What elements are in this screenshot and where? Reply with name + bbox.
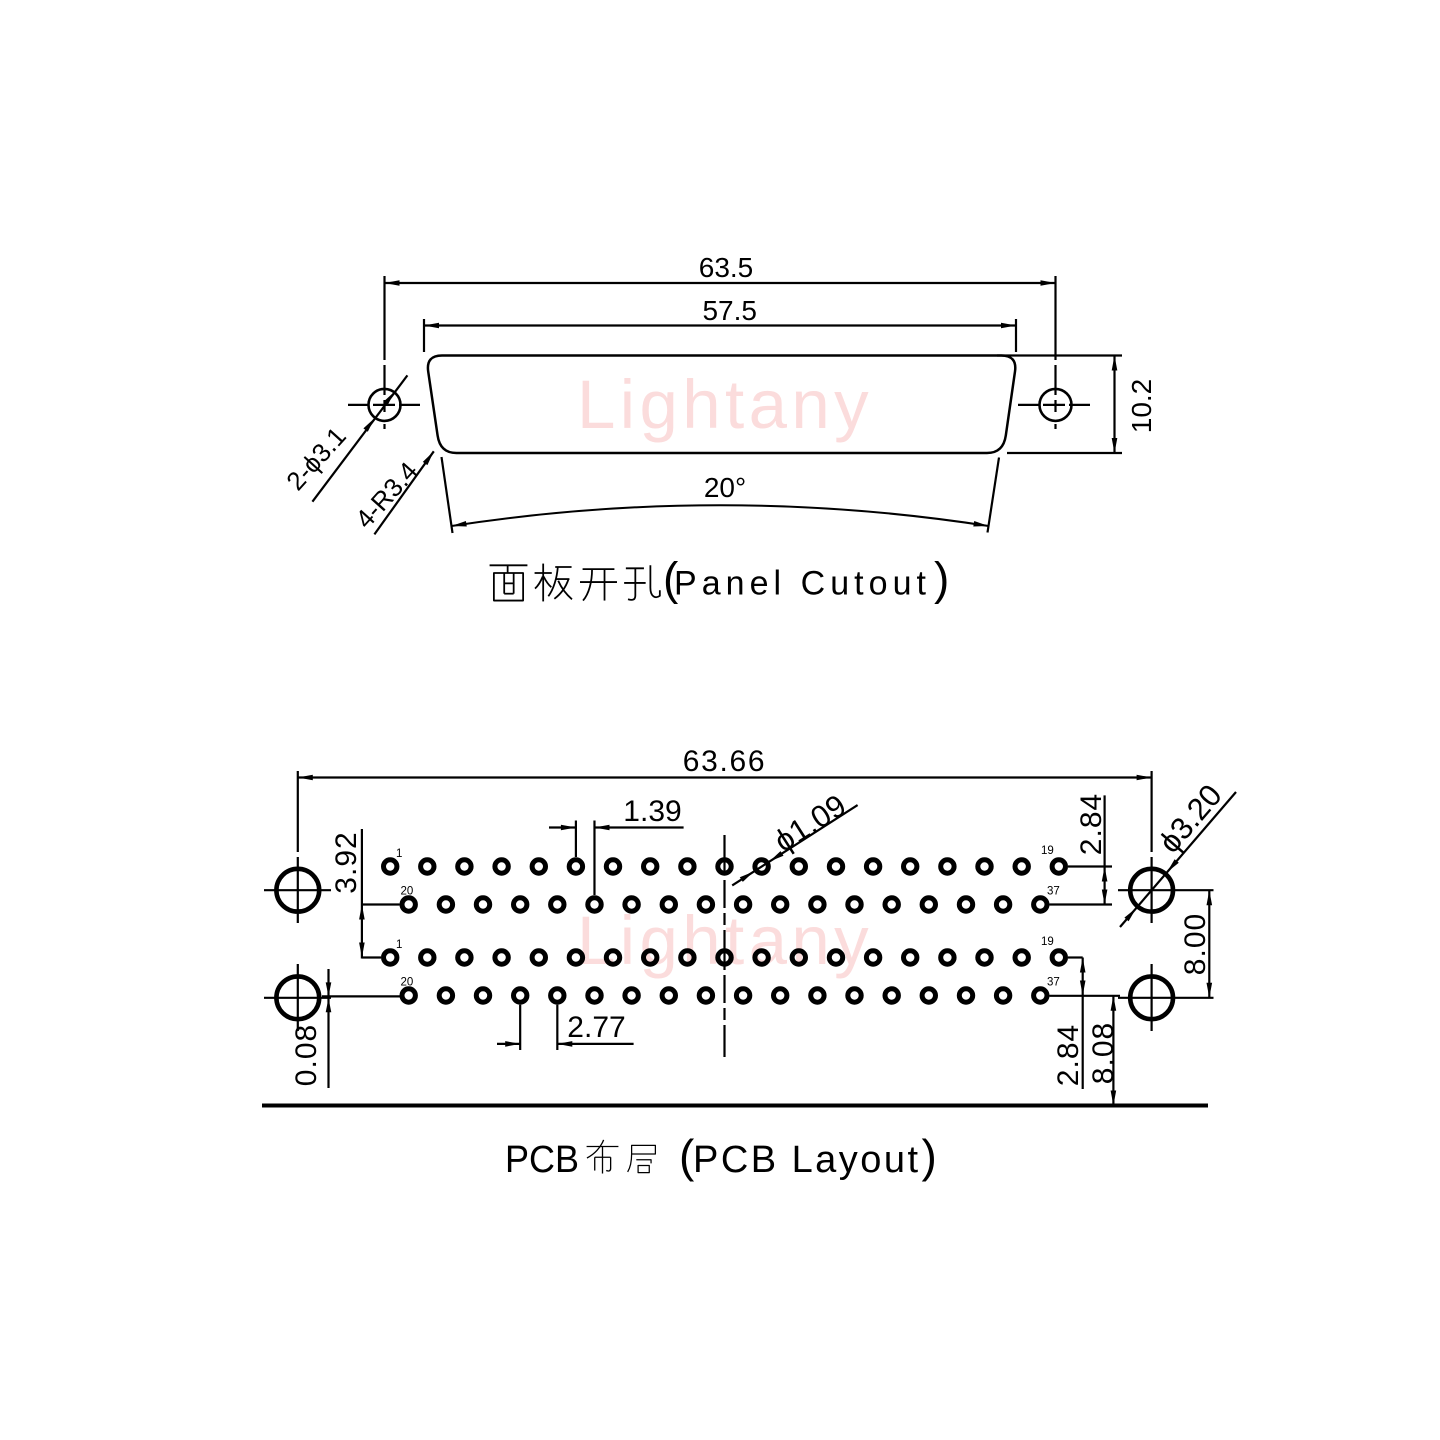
svg-text:20°: 20°: [704, 472, 746, 503]
svg-text:(: (: [663, 553, 679, 605]
svg-text:0.08: 0.08: [290, 1024, 323, 1086]
svg-text:1: 1: [396, 939, 402, 951]
svg-text:2.84: 2.84: [1052, 1024, 1085, 1086]
svg-text:37: 37: [1047, 885, 1060, 897]
svg-text:PCB: PCB: [505, 1139, 579, 1181]
svg-text:20: 20: [401, 886, 414, 898]
svg-text:1.39: 1.39: [623, 795, 681, 828]
svg-text:Panel Cutout: Panel Cutout: [674, 565, 927, 603]
svg-text:PCB Layout: PCB Layout: [693, 1139, 918, 1181]
svg-text:3.92: 3.92: [330, 831, 363, 893]
svg-text:37: 37: [1047, 976, 1060, 988]
svg-text:63.5: 63.5: [699, 252, 754, 283]
svg-text:8.00: 8.00: [1179, 913, 1212, 975]
svg-text:10.2: 10.2: [1126, 379, 1157, 434]
svg-text:1: 1: [396, 848, 402, 860]
svg-text:): ): [922, 1130, 937, 1182]
svg-text:): ): [934, 553, 949, 605]
svg-text:Lightany: Lightany: [577, 366, 873, 443]
svg-text:(: (: [679, 1130, 695, 1182]
svg-text:8.08: 8.08: [1087, 1022, 1120, 1084]
svg-text:19: 19: [1041, 936, 1054, 948]
svg-text:2.84: 2.84: [1075, 793, 1108, 855]
svg-text:2.77: 2.77: [567, 1011, 625, 1044]
svg-text:57.5: 57.5: [702, 295, 757, 326]
svg-text:63.66: 63.66: [683, 745, 767, 778]
svg-text:20: 20: [401, 977, 414, 989]
svg-text:19: 19: [1041, 845, 1054, 857]
